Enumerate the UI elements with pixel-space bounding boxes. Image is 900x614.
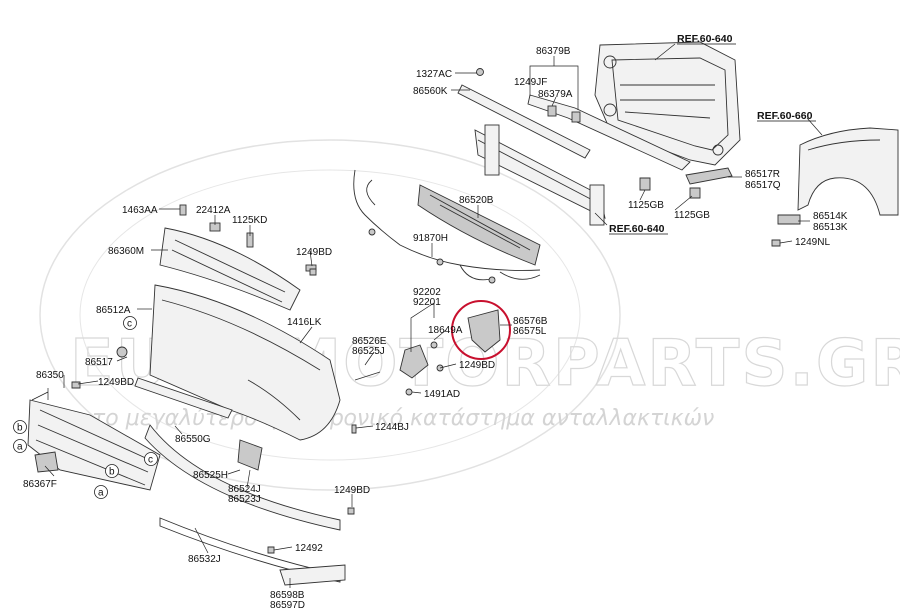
part-label: 86350 bbox=[36, 370, 64, 381]
bumper-beam bbox=[474, 124, 606, 226]
wiring-harness bbox=[353, 169, 541, 284]
part-label: 86550G bbox=[175, 434, 211, 445]
part-label: 86598B bbox=[270, 590, 305, 601]
part-label: 1125GB bbox=[628, 200, 664, 211]
part-label: 1249BD bbox=[334, 485, 370, 496]
energy-absorber bbox=[417, 184, 541, 266]
circle-markers: c c b a b a bbox=[13, 316, 158, 499]
circle-marker-label: c bbox=[127, 319, 132, 330]
center-sensor-parts bbox=[71, 239, 781, 554]
part-label: 86525J bbox=[352, 346, 385, 357]
part-label: 1125KD bbox=[232, 215, 267, 226]
circle-marker-label: a bbox=[17, 442, 23, 453]
part-label: 1463AA bbox=[122, 205, 158, 216]
front-bumper-cover bbox=[116, 284, 341, 471]
reference-labels: REF.60-640 REF.60-640 REF.60-660 bbox=[609, 33, 816, 235]
part-label: 86367F bbox=[23, 479, 57, 490]
watermark-tagline: το μεγαλύτερο ηλεκτρονικό κατάστημα αντα… bbox=[92, 406, 714, 431]
part-label: 86523J bbox=[228, 494, 261, 505]
part-label: 91870H bbox=[413, 233, 448, 244]
part-label: 86560K bbox=[413, 86, 448, 97]
ref-label: REF.60-640 bbox=[609, 223, 665, 235]
part-label: 86517R bbox=[745, 169, 780, 180]
ref-label: REF.60-660 bbox=[757, 110, 813, 122]
part-label: 86379A bbox=[538, 89, 573, 100]
part-labels: 1327AC 86379B 1249JF 86379A 86560K 86517… bbox=[23, 46, 848, 611]
upper-grille bbox=[159, 204, 317, 311]
part-label: 1491AD bbox=[424, 389, 460, 400]
part-label: 1249BD bbox=[98, 377, 134, 388]
circle-marker-label: b bbox=[109, 467, 115, 478]
leader-lines bbox=[31, 43, 823, 588]
part-label: 86524J bbox=[228, 484, 261, 495]
part-label: 1249BD bbox=[296, 247, 332, 258]
part-label: 1244BJ bbox=[375, 422, 409, 433]
part-label: 86517 bbox=[85, 357, 113, 368]
part-label: 18649A bbox=[428, 325, 463, 336]
upper-beam-parts bbox=[457, 68, 733, 199]
part-label: 86575L bbox=[513, 326, 547, 337]
part-label: 86514K bbox=[813, 211, 848, 222]
lower-lip bbox=[144, 424, 346, 586]
part-label: 86525H bbox=[193, 470, 228, 481]
part-label: 86520B bbox=[459, 195, 494, 206]
circle-marker-label: b bbox=[17, 423, 23, 434]
part-label: 92201 bbox=[413, 297, 441, 308]
lower-grille bbox=[27, 399, 161, 491]
part-label: 1249BD bbox=[459, 360, 495, 371]
circle-marker-label: a bbox=[98, 488, 104, 499]
front-fender bbox=[777, 127, 899, 225]
part-label: 86379B bbox=[536, 46, 571, 57]
ref-label: REF.60-640 bbox=[677, 33, 733, 45]
part-label: 86360M bbox=[108, 246, 144, 257]
circle-marker-label: c bbox=[148, 455, 153, 466]
part-label: 86513K bbox=[813, 222, 848, 233]
part-label: 86576B bbox=[513, 316, 548, 327]
part-label: 1327AC bbox=[416, 69, 452, 80]
part-label: 92202 bbox=[413, 287, 441, 298]
part-label: 86597D bbox=[270, 600, 305, 611]
part-label: 1416LK bbox=[287, 317, 322, 328]
highlighted-bracket bbox=[451, 300, 511, 360]
part-label: 86517Q bbox=[745, 180, 781, 191]
part-label: 1249NL bbox=[795, 237, 830, 248]
part-label: 86532J bbox=[188, 554, 221, 565]
part-label: 12492 bbox=[295, 543, 323, 554]
part-label: 86512A bbox=[96, 305, 131, 316]
part-label: 22412A bbox=[196, 205, 231, 216]
part-label: 1249JF bbox=[514, 77, 547, 88]
part-label: 1125GB bbox=[674, 210, 710, 221]
radiator-support-carrier bbox=[594, 41, 741, 166]
part-label: 86526E bbox=[352, 336, 387, 347]
